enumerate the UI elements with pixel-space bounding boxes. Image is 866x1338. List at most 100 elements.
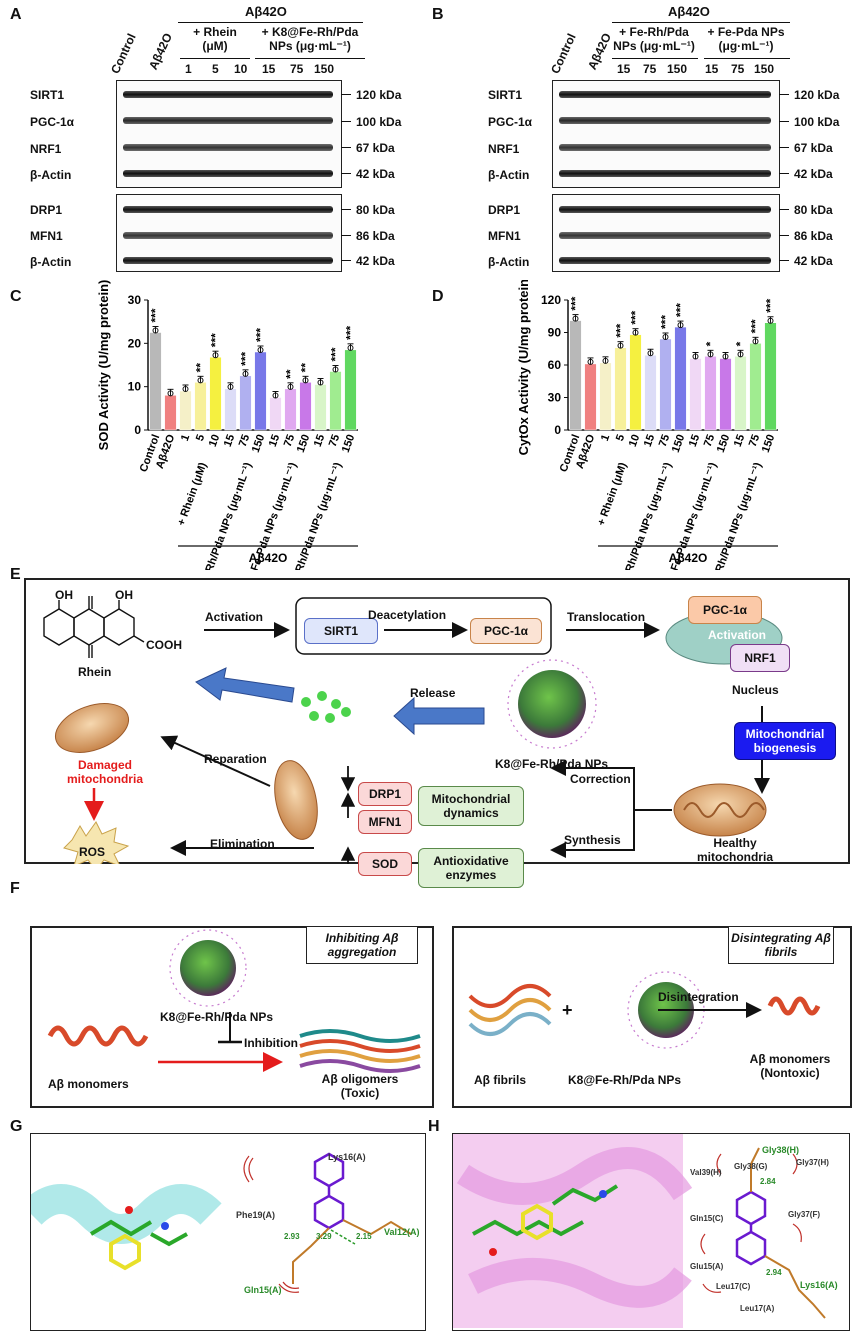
blot-a-kda-5: 80 kDa — [356, 203, 395, 217]
residue-h-gly38g: Gly38(G) — [734, 1162, 768, 1171]
distance-h-1: 2.84 — [760, 1177, 776, 1186]
oligomers-label: Aβ oligomers (Toxic) — [321, 1072, 399, 1100]
bar — [329, 371, 342, 431]
scheme-f-graphics — [47, 929, 821, 1073]
band — [559, 206, 771, 213]
nrf1-box: NRF1 — [730, 644, 790, 672]
data-point — [197, 377, 204, 384]
damaged-mitochondria-shape — [55, 703, 129, 753]
significance-label: *** — [569, 296, 583, 310]
group-label: + Rhein (μM) — [175, 461, 209, 528]
bar — [749, 343, 762, 431]
biogenesis-box: Mitochondrial biogenesis — [734, 722, 836, 760]
significance-label: *** — [764, 298, 778, 312]
data-point — [632, 329, 639, 336]
significance-label: ** — [194, 363, 208, 373]
ros-burst — [63, 821, 130, 864]
ligand-2d-h — [735, 1190, 767, 1266]
data-point — [272, 392, 279, 399]
category-label: 150 — [250, 433, 268, 454]
tick — [341, 209, 351, 210]
blot-a-dose-4: 15 — [262, 62, 276, 76]
rhein-cooh: COOH — [146, 638, 182, 652]
residue-h-gly37f: Gly37(F) — [788, 1210, 821, 1219]
category-label: 10 — [207, 433, 222, 449]
bar — [239, 375, 252, 431]
blot-b-kda-6: 86 kDa — [794, 229, 833, 243]
sirt1-box: SIRT1 — [304, 618, 378, 644]
residue-h-val39h: Val39(H) — [690, 1168, 722, 1177]
blot-b-protein-sirt1: SIRT1 — [488, 88, 523, 102]
released-rhein-dots — [301, 691, 351, 723]
category-label: 150 — [715, 433, 733, 454]
significance-label: *** — [209, 333, 223, 347]
nanoparticle-e — [507, 659, 597, 749]
data-point — [287, 383, 294, 390]
blot-a-kda-6: 86 kDa — [356, 229, 395, 243]
y-tick-label: 20 — [128, 336, 142, 350]
bar — [614, 347, 627, 431]
distance-g-1: 2.93 — [284, 1232, 300, 1241]
blot-a-group-k8: + K8@Fe-Rh/Pda NPs (μg·mL⁻¹) — [261, 25, 359, 53]
blot-b-treatment-line — [612, 22, 790, 23]
monomer-helix-right — [767, 996, 821, 1016]
significance-label: *** — [239, 351, 253, 365]
reparation-label: Reparation — [204, 752, 267, 766]
sirt1-pgc-frame — [295, 597, 552, 655]
blot-b-protein-pgc: PGC-1α — [488, 115, 533, 129]
blot-b-kda-3: 67 kDa — [794, 141, 833, 155]
tick — [779, 147, 789, 148]
data-point — [242, 370, 249, 377]
category-label: 75 — [657, 433, 672, 449]
pgc-nucleus-box: PGC-1α — [688, 596, 762, 624]
tick — [779, 260, 789, 261]
significance-label: *** — [749, 319, 763, 333]
category-label: 75 — [282, 433, 297, 449]
y-tick-label: 30 — [548, 391, 562, 405]
band — [123, 91, 333, 98]
blot-a-protein-mfn1: MFN1 — [30, 229, 63, 243]
residue-h-gln15c: Gln15(C) — [690, 1214, 724, 1223]
bar — [584, 363, 597, 431]
rhein-release-arrow — [195, 667, 295, 703]
bar — [569, 320, 582, 431]
y-axis-label: CytOx Activity (U/mg protein) — [516, 280, 531, 455]
healthy-mitochondria-label: Healthy mitochondria — [696, 836, 773, 864]
tick — [341, 121, 351, 122]
helix-ribbon — [31, 1184, 222, 1244]
pgc-box: PGC-1α — [470, 618, 542, 644]
residue-g-val12: Val12(A) — [384, 1227, 420, 1237]
bar — [629, 334, 642, 431]
bar — [704, 356, 717, 431]
blot-a-group-rhein: + Rhein (μM) — [193, 25, 237, 53]
tick — [779, 235, 789, 236]
category-label: 15 — [687, 433, 702, 449]
data-point — [332, 366, 339, 373]
blot-a-dose-1: 1 — [185, 62, 192, 76]
blot-b-protein-actin-2: β-Actin — [488, 255, 530, 269]
bar — [344, 349, 357, 431]
tick — [341, 235, 351, 236]
monomer-helix-left — [47, 1025, 149, 1047]
tick — [341, 94, 351, 95]
sod-box: SOD — [358, 852, 412, 876]
residue-h-gly38h: Gly38(H) — [762, 1145, 800, 1155]
y-tick-label: 10 — [128, 380, 142, 394]
bar — [659, 338, 672, 431]
blot-b-protein-nrf1: NRF1 — [488, 142, 520, 156]
rhein-label: Rhein — [78, 665, 112, 679]
bar — [599, 362, 612, 431]
band — [559, 91, 771, 98]
blot-b-dose-3: 150 — [667, 62, 688, 76]
category-label: 75 — [327, 433, 342, 449]
band — [123, 170, 333, 177]
data-point — [722, 353, 729, 360]
panel-label-b: B — [432, 6, 444, 23]
y-tick-label: 30 — [128, 293, 142, 307]
disintegrating-title: Disintegrating Aβ fibrils — [728, 926, 834, 964]
blot-a-kda-2: 100 kDa — [356, 115, 402, 129]
data-point — [752, 338, 759, 345]
blot-a-kda-3: 67 kDa — [356, 141, 395, 155]
elimination-label: Elimination — [210, 837, 275, 851]
